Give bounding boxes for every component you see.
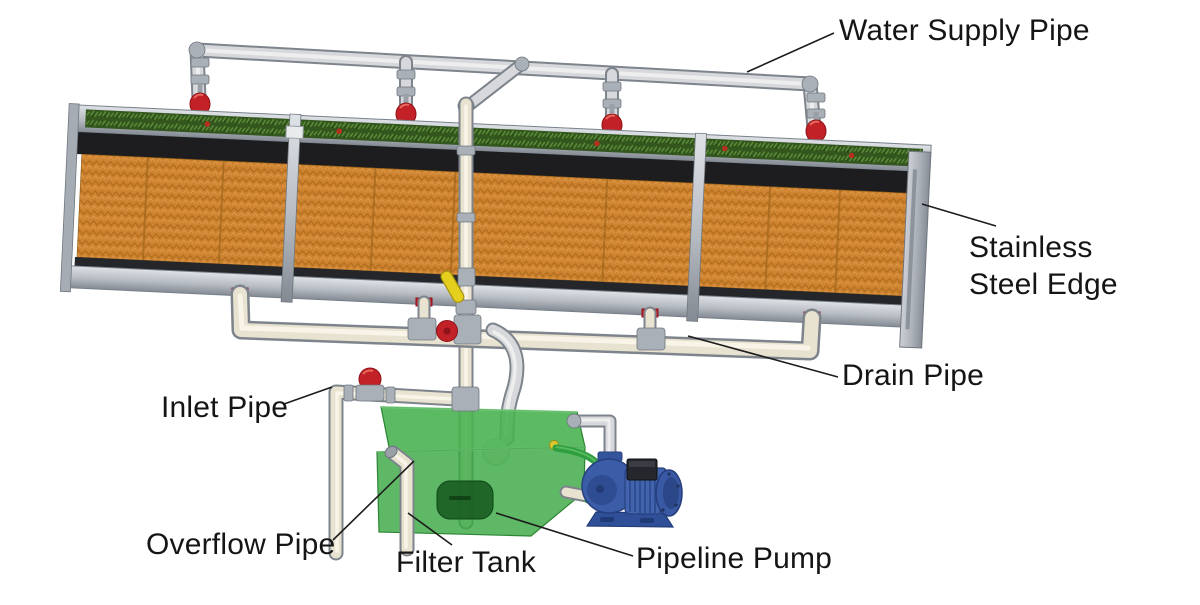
drain-cross-fitting	[453, 314, 482, 345]
pad-top-red-flecks	[204, 121, 855, 159]
pad-left-cap	[59, 103, 80, 293]
pipeline-pump-graphic	[581, 451, 683, 528]
label-stainless-steel-edge: Stainless Steel Edge	[969, 231, 1118, 301]
cooling-pad-assembly	[59, 103, 932, 349]
leader-lines	[283, 32, 997, 557]
label-filter-tank: Filter Tank	[396, 546, 537, 579]
pad-clamp	[285, 125, 304, 140]
filter-tank-graphic	[376, 406, 586, 537]
label-pipeline-pump: Pipeline Pump	[636, 542, 833, 575]
edge-cap-groove	[905, 169, 918, 330]
inlet-pipe-graphic	[328, 367, 480, 561]
pad-front-post-1	[280, 113, 302, 303]
label-drain-pipe: Drain Pipe	[842, 359, 985, 392]
label-water-supply-pipe: Water Supply Pipe	[839, 14, 1090, 47]
label-inlet-pipe: Inlet Pipe	[161, 391, 289, 424]
water-supply-pipe-graphic	[187, 41, 829, 158]
pad-front-post-2	[686, 132, 707, 322]
drain-pipe-graphic	[230, 284, 822, 446]
inlet-valve-body	[355, 384, 385, 402]
yellow-valve-lever	[440, 270, 465, 303]
label-overflow-pipe: Overflow Pipe	[146, 528, 336, 561]
pad-top-black-band	[73, 131, 928, 195]
inlet-riser-fitting	[451, 386, 480, 412]
ball-valve-body	[457, 267, 476, 287]
pad-panel-seams	[141, 157, 841, 293]
overflow-pipe-graphic	[384, 445, 415, 557]
